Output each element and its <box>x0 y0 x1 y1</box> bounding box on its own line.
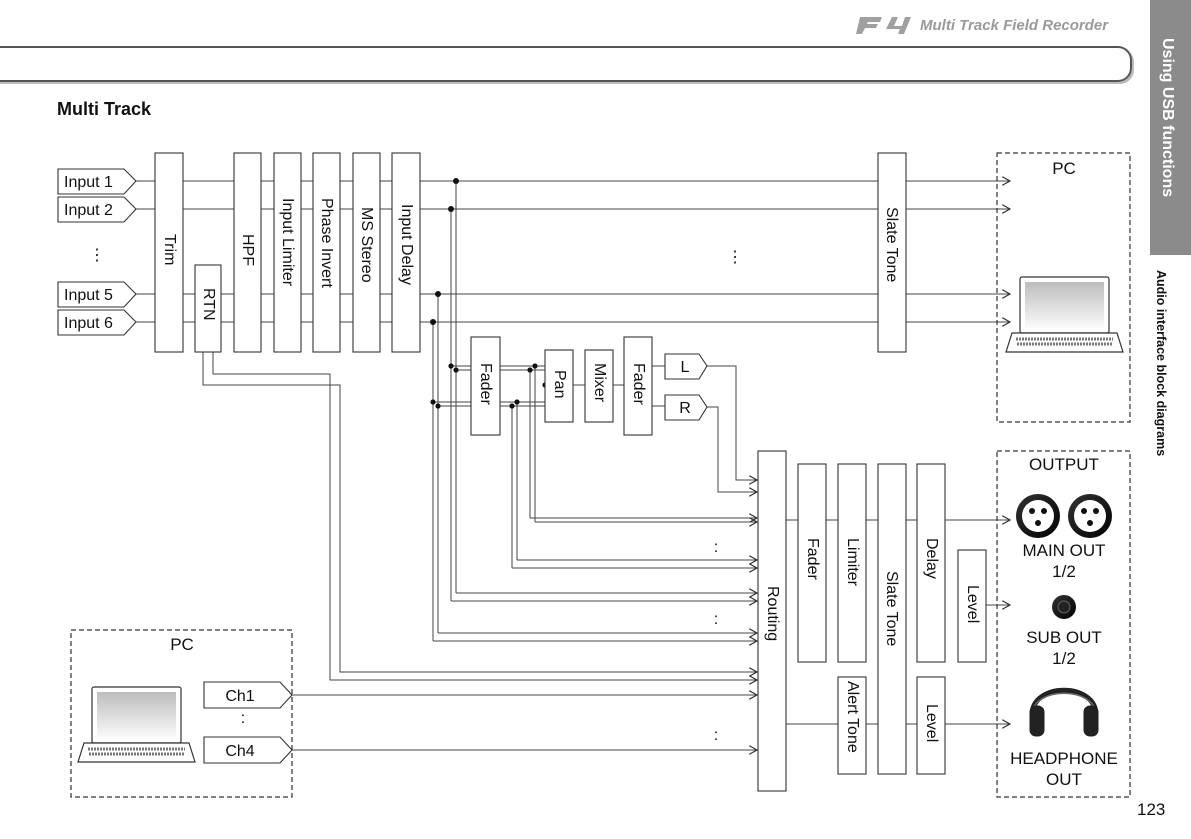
slate-tone-top-block <box>877 152 907 353</box>
input-2-tag <box>57 196 137 223</box>
trim-block <box>154 152 184 353</box>
junction-dots <box>430 178 548 409</box>
input-limiter-block <box>273 152 302 353</box>
main-out-channels: 1/2 <box>1052 562 1076 581</box>
pc-top-label: PC <box>1052 159 1076 178</box>
l-output-label: L <box>681 359 690 376</box>
alert-tone-label: Alert Tone <box>844 681 861 753</box>
laptop-bottom-icon <box>77 686 196 763</box>
rtn-label: RTN <box>200 288 217 321</box>
routing-block <box>757 450 787 792</box>
xlr-jack-left-icon <box>1016 494 1060 538</box>
rtn-block <box>194 264 222 353</box>
output-delay-label: Delay <box>923 538 940 579</box>
input-6-label: Input 6 <box>64 315 113 332</box>
title-bar <box>0 46 1132 82</box>
hpf-block <box>233 152 262 353</box>
sub-out-channels: 1/2 <box>1052 649 1076 668</box>
pc-channel-colon: : <box>241 710 245 727</box>
trim-label: Trim <box>161 234 178 265</box>
fader-1-block <box>470 336 501 436</box>
output-delay-block <box>916 463 946 663</box>
mixer-block <box>584 349 614 423</box>
routing-colon-1: : <box>714 539 718 556</box>
sub-level-label: Level <box>964 585 981 623</box>
ms-stereo-label: MS Stereo <box>358 207 375 283</box>
signal-lines <box>136 181 1010 750</box>
ch4-label: Ch4 <box>225 743 254 760</box>
input-5-label: Input 5 <box>64 287 113 304</box>
pc-bottom-box <box>70 629 293 798</box>
fader-2-label: Fader <box>630 363 647 405</box>
phase-invert-label: Phase Invert <box>318 198 335 288</box>
output-fader-block <box>797 463 827 663</box>
phase-invert-block <box>312 152 341 353</box>
slate-tone-output-block <box>877 463 907 775</box>
page-number: 123 <box>1137 800 1166 819</box>
sub-level-block <box>957 549 987 663</box>
sub-out-jack-icon <box>1052 595 1076 619</box>
input-1-label: Input 1 <box>64 174 113 191</box>
input-2-label: Input 2 <box>64 202 113 219</box>
input-delay-block <box>391 152 421 353</box>
fader-1-label: Fader <box>477 363 494 405</box>
pan-label: Pan <box>551 370 568 398</box>
output-limiter-block <box>837 463 867 663</box>
ms-stereo-block <box>352 152 381 353</box>
sub-out-label: SUB OUT <box>1026 628 1102 647</box>
f4-logo-icon <box>856 17 911 34</box>
mixer-label: Mixer <box>591 363 608 403</box>
pc-top-box <box>996 152 1131 423</box>
ch1-label: Ch1 <box>225 688 254 705</box>
side-tab[interactable]: Using USB functions <box>1150 0 1191 255</box>
headphone-level-label: Level <box>923 704 940 742</box>
slate-tone-output-label: Slate Tone <box>883 571 900 646</box>
alert-tone-block <box>837 676 867 775</box>
headphone-icon <box>1029 687 1099 737</box>
output-title: OUTPUT <box>1029 455 1099 474</box>
headphone-out-label: HEADPHONE <box>1010 749 1118 768</box>
output-limiter-label: Limiter <box>844 538 861 587</box>
pan-block <box>544 349 574 423</box>
input-5-tag <box>57 281 137 308</box>
routing-colon-2: : <box>714 611 718 628</box>
input-6-tag <box>57 309 137 336</box>
pc-bottom-label: PC <box>170 635 194 654</box>
routing-colon-3: : <box>714 727 718 744</box>
slate-tone-top-label: Slate Tone <box>883 207 900 282</box>
input-ellipsis: ⋮ <box>89 247 105 264</box>
input-limiter-label: Input Limiter <box>279 198 296 287</box>
headphone-out-sub: OUT <box>1046 770 1082 789</box>
input-rows-ellipsis: ⋮ <box>727 249 743 266</box>
header-subtitle: Multi Track Field Recorder <box>920 16 1109 34</box>
side-tab-label: Using USB functions <box>1159 38 1176 198</box>
hpf-label: HPF <box>239 234 256 266</box>
main-out-label: MAIN OUT <box>1022 541 1105 560</box>
input-1-tag <box>57 168 137 195</box>
header-brand: Multi Track Field Recorder <box>856 14 1108 36</box>
fader-2-block <box>623 336 653 436</box>
ch4-tag <box>203 736 293 764</box>
headphone-level-block <box>916 676 946 775</box>
output-fader-label: Fader <box>804 538 821 580</box>
laptop-top-icon <box>1005 276 1124 353</box>
r-output-tag <box>664 394 708 421</box>
section-title: Multi Track <box>57 99 152 119</box>
l-output-tag <box>664 353 708 380</box>
xlr-jack-right-icon <box>1068 494 1112 538</box>
output-box <box>996 450 1131 798</box>
routing-label: Routing <box>764 586 781 641</box>
ch1-tag <box>203 681 293 709</box>
side-sub-label: Audio interface block diagrams <box>1154 270 1168 457</box>
r-output-label: R <box>679 400 691 417</box>
input-delay-label: Input Delay <box>398 204 415 285</box>
